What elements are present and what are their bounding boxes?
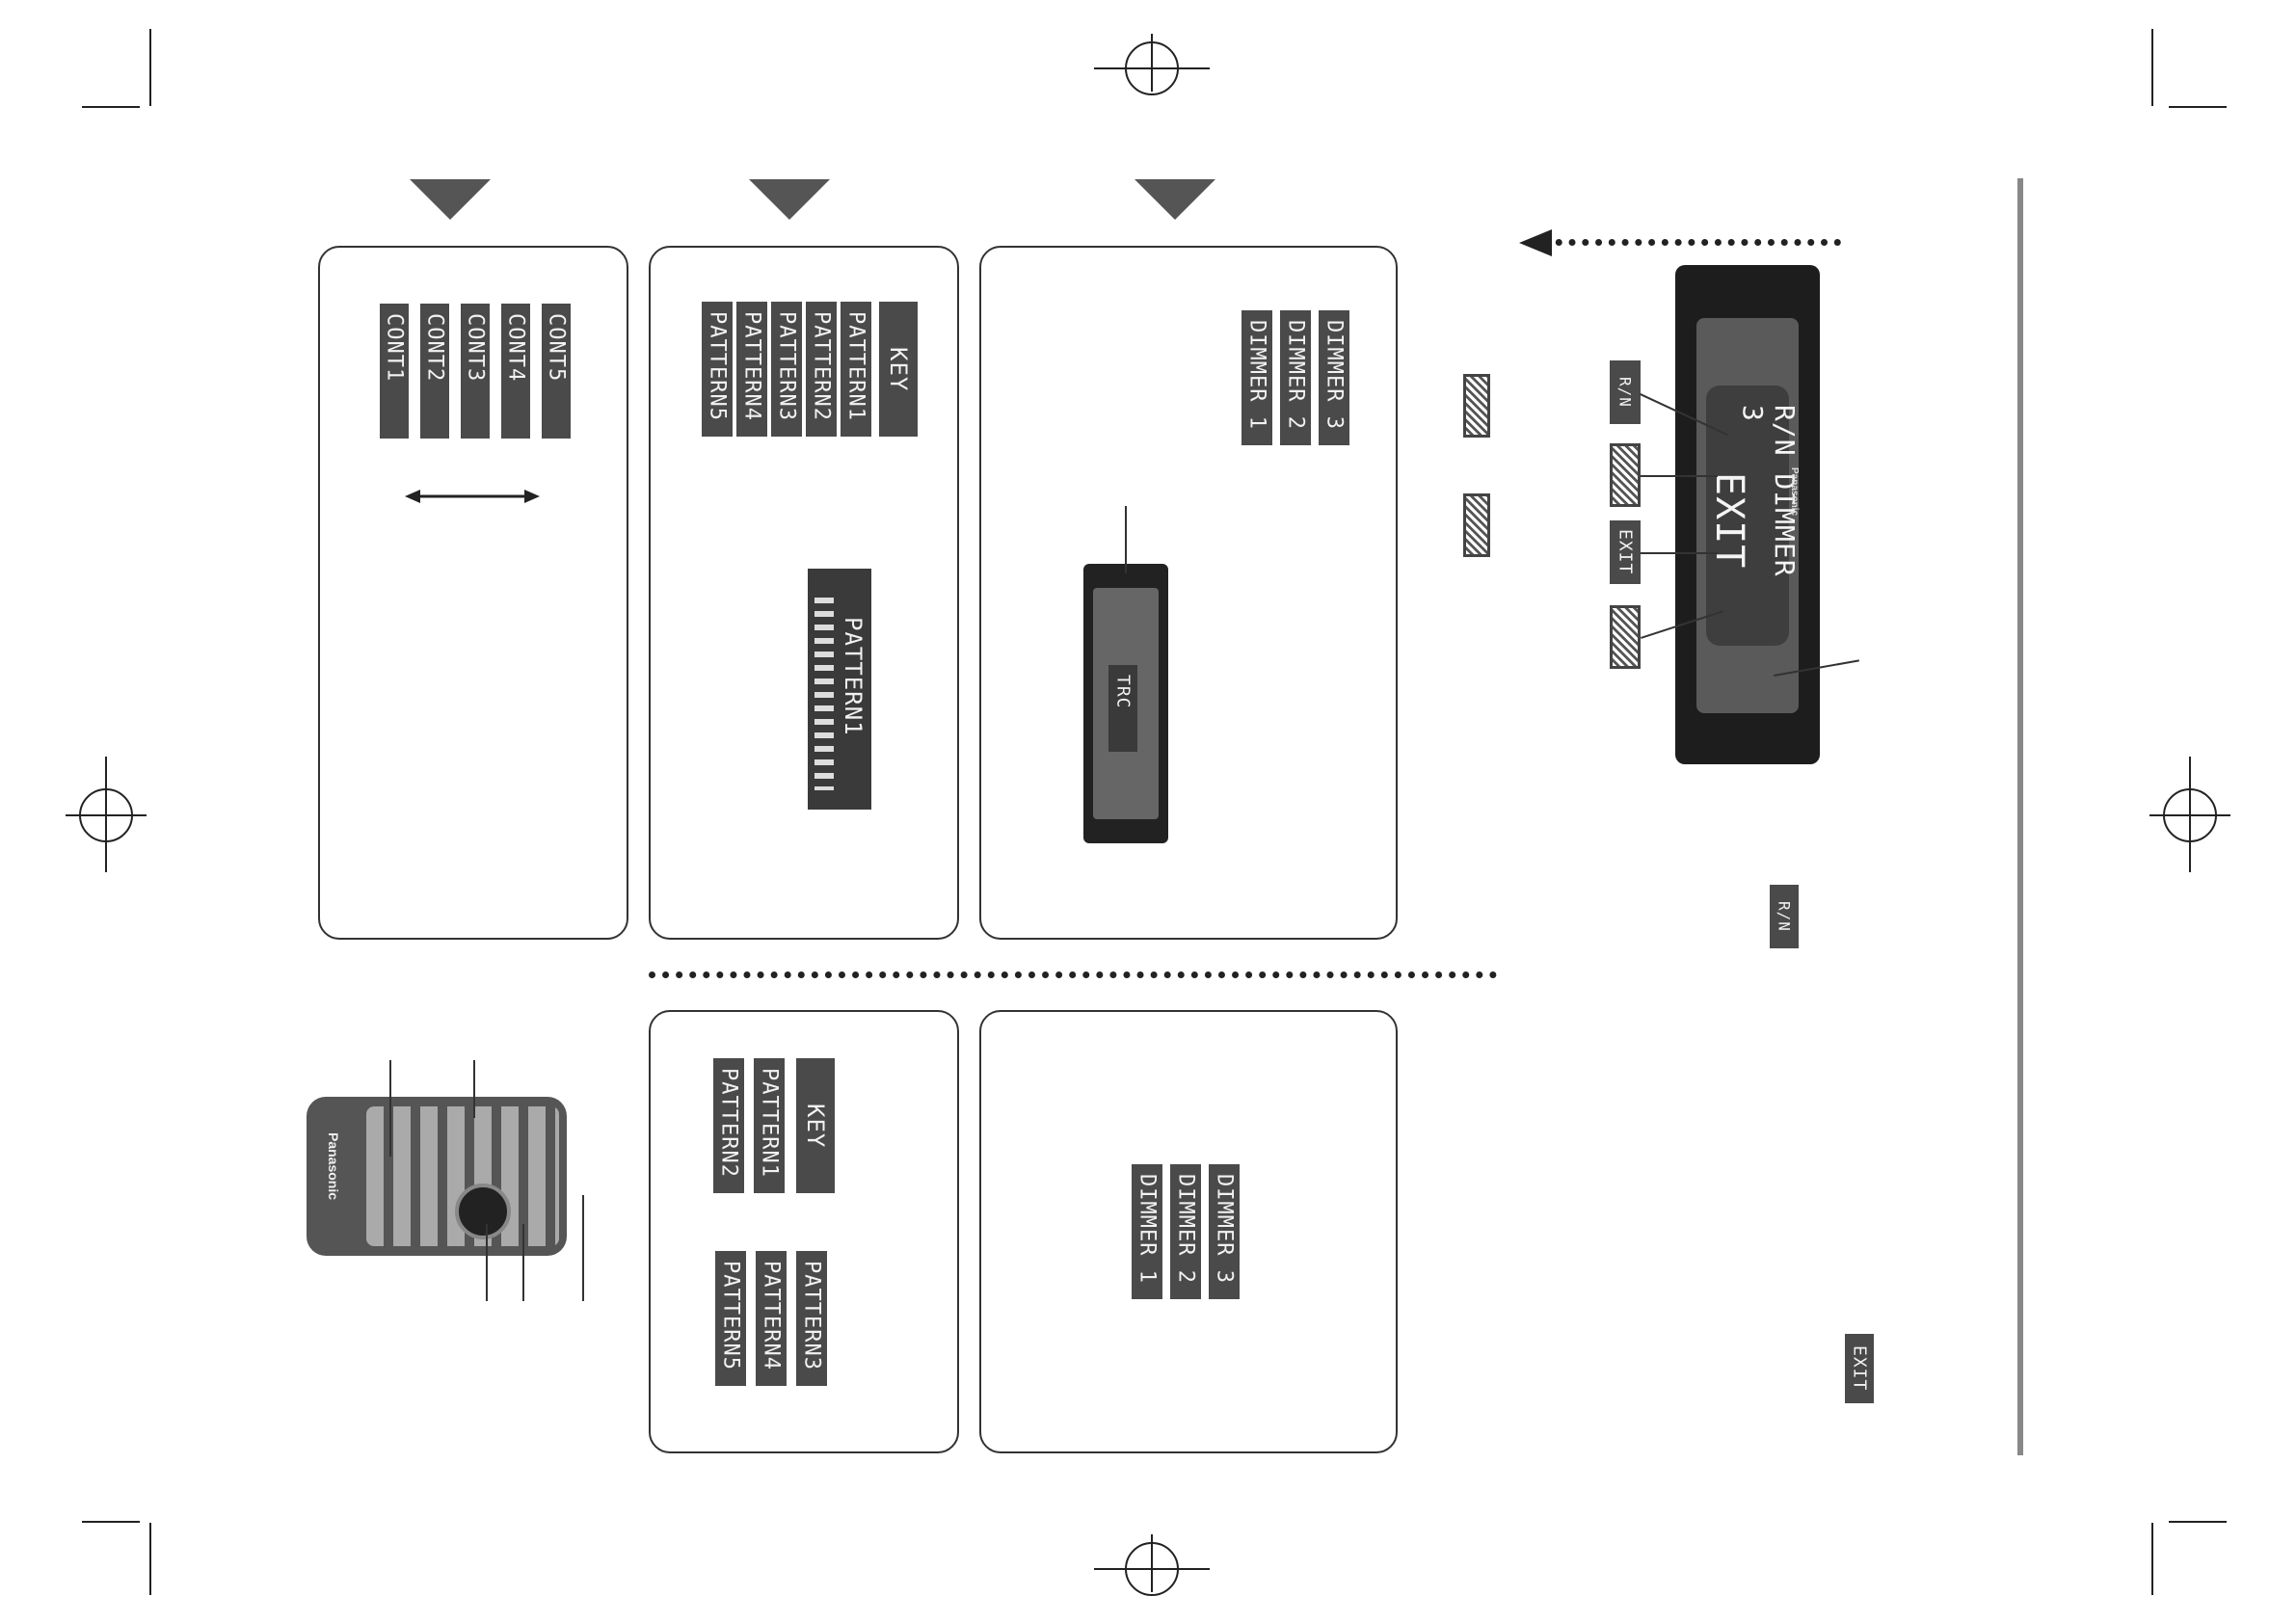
pattern-label: PATTERN1	[841, 302, 871, 437]
pattern-label: PATTERN5	[702, 302, 733, 437]
leader-line	[1641, 552, 1718, 554]
leader-line	[1125, 506, 1127, 573]
crop-mark	[149, 29, 151, 106]
pattern-label: PATTERN2	[806, 302, 837, 437]
key-label: KEY	[879, 302, 918, 437]
dimmer-label: DIMMER 1	[1132, 1164, 1162, 1299]
crop-mark	[2151, 29, 2153, 106]
registration-mark	[2189, 757, 2191, 872]
down-arrow-icon	[1135, 179, 1215, 220]
remote-joystick	[455, 1184, 511, 1239]
exit-margin-label: EXIT	[1845, 1334, 1874, 1403]
pattern-label: PATTERN4	[756, 1251, 787, 1386]
crop-mark	[82, 106, 140, 108]
crop-mark	[2169, 106, 2227, 108]
dotted-arrow-line	[1542, 239, 1841, 246]
dimmer-display-text: TRC	[1108, 665, 1137, 752]
up-arrow-icon	[1463, 493, 1490, 557]
leader-line	[473, 1060, 475, 1118]
cont-label: CONT1	[380, 304, 409, 439]
crop-mark	[82, 1521, 140, 1523]
down-arrow-icon	[1463, 374, 1490, 438]
down-arrow-icon	[749, 179, 830, 220]
pattern-label: PATTERN5	[715, 1251, 746, 1386]
pattern-label: PATTERN4	[736, 302, 767, 437]
head-unit-brand: Panasonic	[1789, 467, 1800, 517]
left-arrow-icon	[1519, 229, 1552, 256]
rn-margin-label: R/N	[1770, 885, 1799, 948]
pattern-label: PATTERN1	[754, 1058, 785, 1193]
head-unit-display	[1706, 386, 1789, 646]
cont-label: CONT3	[461, 304, 490, 439]
level-meter	[814, 598, 834, 790]
pattern-label: PATTERN3	[796, 1251, 827, 1386]
cont-label: CONT2	[420, 304, 449, 439]
leader-line	[1641, 475, 1718, 477]
down-arrow-icon	[1610, 443, 1641, 507]
up-arrow-icon	[1610, 605, 1641, 669]
double-arrow-icon	[405, 490, 540, 503]
display-line1: R/N DIMMER 3	[1737, 405, 1801, 577]
rn-button-label: R/N	[1610, 360, 1641, 424]
leader-line	[486, 1224, 488, 1301]
key-label: KEY	[796, 1058, 835, 1193]
pattern-display-text: PATTERN1	[840, 617, 867, 736]
remote-brand: Panasonic	[326, 1132, 341, 1201]
margin-bar	[2017, 178, 2023, 1455]
dimmer-label: DIMMER 3	[1209, 1164, 1240, 1299]
crop-mark	[2169, 1521, 2227, 1523]
registration-mark	[1151, 1534, 1153, 1592]
registration-mark	[105, 757, 107, 872]
dotted-separator	[649, 971, 1497, 978]
display-line2: EXIT	[1707, 472, 1751, 570]
dimmer-label: DIMMER 2	[1170, 1164, 1201, 1299]
leader-line	[582, 1195, 584, 1301]
down-arrow-icon	[410, 179, 491, 220]
pattern-label: PATTERN3	[771, 302, 802, 437]
cont-label: CONT5	[542, 304, 571, 439]
exit-button-label: EXIT	[1610, 520, 1641, 584]
dimmer-label: DIMMER 2	[1280, 310, 1311, 445]
leader-line	[522, 1224, 524, 1301]
dimmer-label: DIMMER 1	[1241, 310, 1272, 445]
registration-mark	[1151, 34, 1153, 92]
leader-line	[389, 1060, 391, 1157]
cont-label: CONT4	[501, 304, 530, 439]
crop-mark	[149, 1523, 151, 1595]
pattern-label: PATTERN2	[713, 1058, 744, 1193]
crop-mark	[2151, 1523, 2153, 1595]
dimmer-label: DIMMER 3	[1319, 310, 1349, 445]
